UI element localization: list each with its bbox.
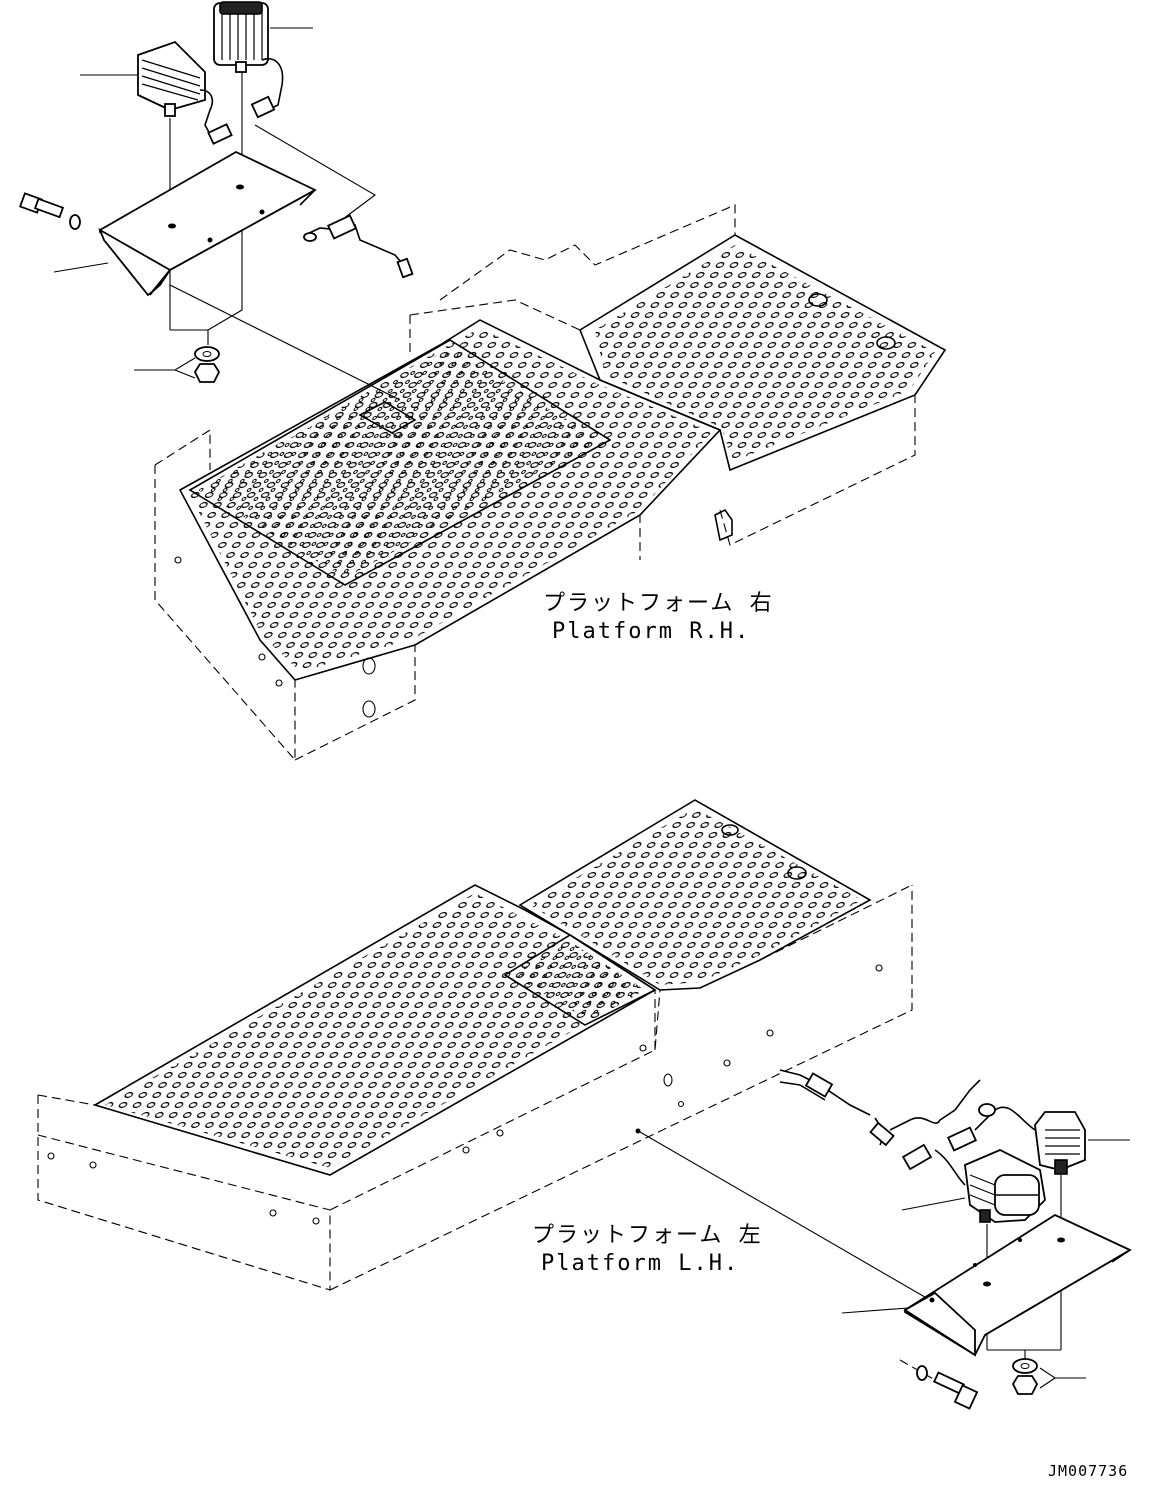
- platform-right-assembly: [154, 204, 947, 762]
- work-lamp-rear-lower: [1034, 1111, 1086, 1175]
- platform-right-deck: [178, 319, 722, 681]
- drawing-code: JM007736: [1048, 1462, 1128, 1480]
- lower-lamp-assembly: [779, 1069, 1132, 1410]
- platform-left-label-en: Platform L.H.: [541, 1251, 739, 1276]
- platform-right-label-jp: プラットフォーム 右: [543, 591, 774, 616]
- work-lamp-rear: [213, 1, 284, 119]
- platform-left-rear-deck: [518, 799, 872, 991]
- upper-lamp-assembly: [18, 1, 414, 383]
- bolt-lower: [899, 1359, 979, 1410]
- platform-right-label: プラットフォーム 右 Platform R.H.: [543, 591, 774, 644]
- washer-nut-lower: [1011, 1358, 1039, 1395]
- bolt-upper: [18, 192, 81, 230]
- platform-left-deck: [92, 884, 657, 1176]
- platform-right-label-en: Platform R.H.: [552, 619, 750, 644]
- platform-left-assembly: [37, 799, 931, 1301]
- lamp-bracket-upper: [98, 150, 317, 297]
- platform-right-rear-deck: [579, 234, 947, 472]
- washer-nut-upper: [193, 346, 221, 383]
- work-lamp-front-lower: [964, 1149, 1046, 1223]
- platform-left-label: プラットフォーム 左 Platform L.H.: [532, 1223, 763, 1276]
- work-lamp-front: [137, 40, 233, 145]
- wiring-harness-lower: [779, 1069, 1036, 1186]
- wiring-harness-upper: [254, 124, 414, 279]
- platform-left-label-jp: プラットフォーム 左: [532, 1223, 763, 1248]
- lamp-bracket-lower: [903, 1213, 1132, 1357]
